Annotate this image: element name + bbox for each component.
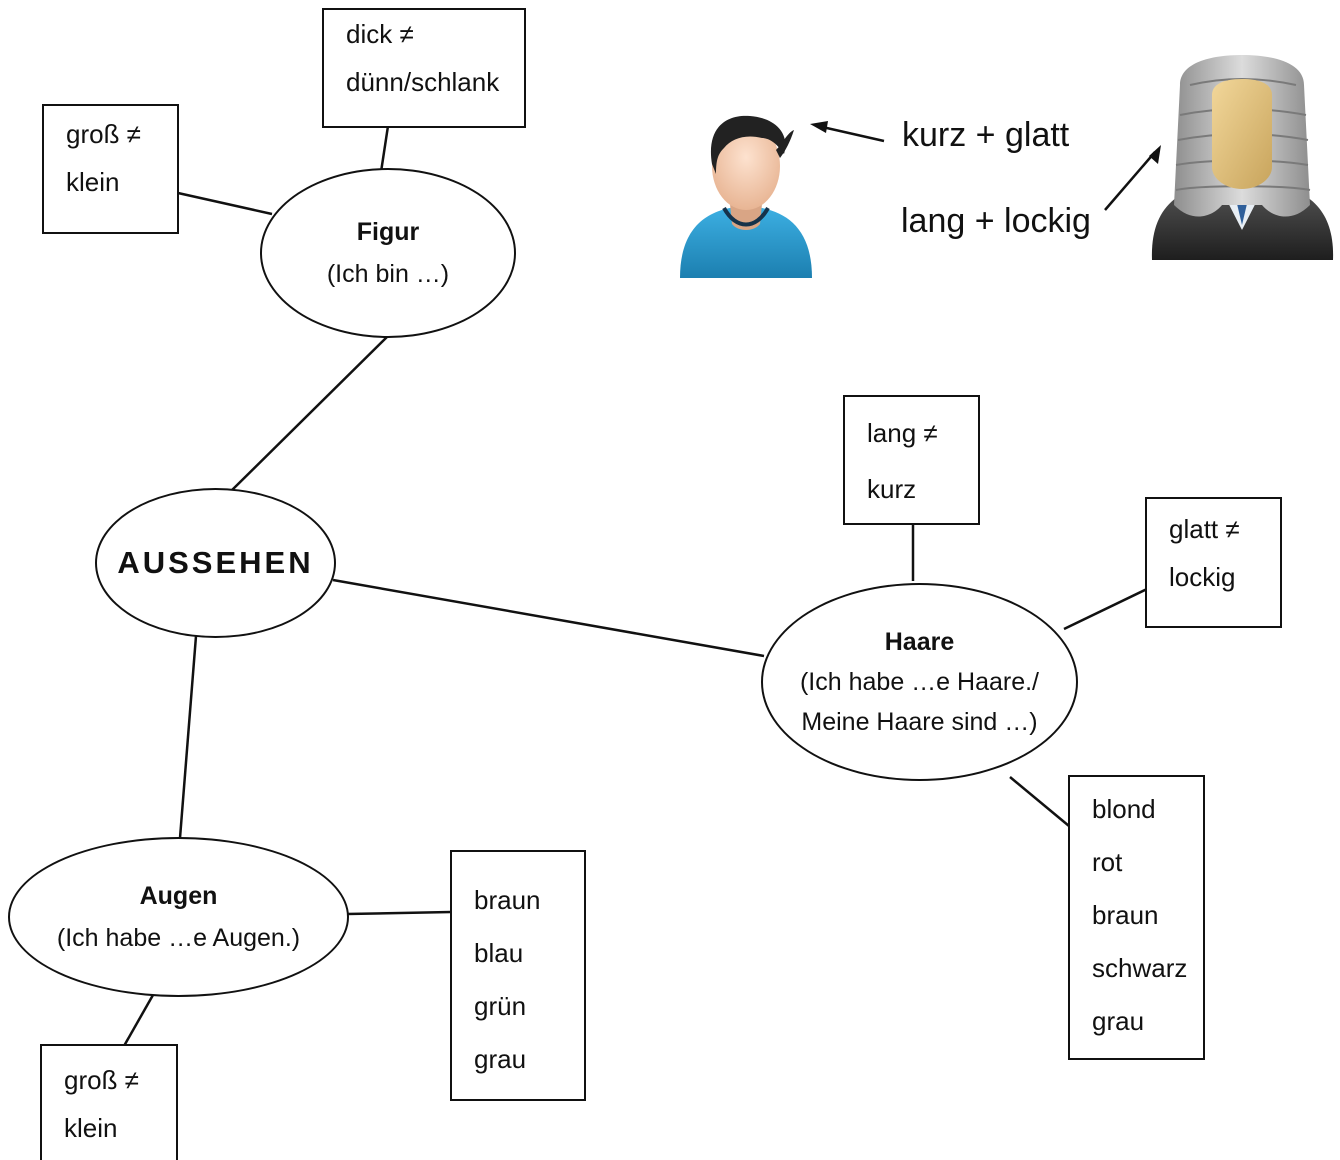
figur-subtitle: (Ich bin …) <box>326 260 450 288</box>
line-figur-size <box>177 191 273 216</box>
arrow-head-long <box>1149 145 1161 164</box>
figur-node: Figur (Ich bin …) <box>260 168 516 338</box>
augen-color-item: blau <box>474 938 524 968</box>
line-center-augen <box>178 635 198 839</box>
haare-subtitle-1: (Ich habe …e Haare./ <box>799 668 1039 696</box>
haare-texture-line-1: glatt ≠ <box>1169 514 1240 544</box>
augen-node: Augen (Ich habe …e Augen.) <box>8 837 349 997</box>
augen-size-box: groß ≠ klein <box>40 1044 178 1160</box>
line-center-figur <box>227 334 390 495</box>
haare-color-item: grau <box>1092 1006 1145 1036</box>
figur-build-line-1: dick ≠ <box>346 19 414 49</box>
haare-length-line-2: kurz <box>867 474 917 504</box>
label-short-hair: kurz + glatt <box>902 116 1070 154</box>
figur-build-box: dick ≠ dünn/schlank <box>322 8 526 128</box>
line-haare-texture <box>1063 587 1148 631</box>
figur-size-line-2: klein <box>66 167 120 197</box>
short-hair-man-icon <box>680 115 812 278</box>
augen-title: Augen <box>139 882 218 910</box>
haare-color-item: rot <box>1092 847 1123 877</box>
haare-texture-box: glatt ≠ lockig <box>1145 497 1282 628</box>
augen-size-line-2: klein <box>64 1113 118 1143</box>
augen-color-item: braun <box>474 885 541 915</box>
haare-subtitle-2: Meine Haare sind …) <box>801 708 1038 736</box>
haare-texture-line-2: lockig <box>1169 562 1236 592</box>
haare-color-item: schwarz <box>1092 953 1188 983</box>
haare-length-box: lang ≠ kurz <box>843 395 980 525</box>
figur-build-line-2: dünn/schlank <box>346 67 500 97</box>
augen-color-item: grau <box>474 1044 527 1074</box>
arrow-head-short <box>810 121 828 133</box>
figur-title: Figur <box>356 218 420 246</box>
augen-subtitle: (Ich habe …e Augen.) <box>56 924 301 952</box>
figur-size-box: groß ≠ klein <box>42 104 179 234</box>
augen-color-item: grün <box>474 991 527 1021</box>
line-figur-build <box>379 125 390 173</box>
augen-colors-box: braun blau grün grau <box>450 850 586 1101</box>
haare-color-item: braun <box>1092 900 1159 930</box>
augen-size-line-1: groß ≠ <box>64 1065 139 1095</box>
figur-size-line-1: groß ≠ <box>66 119 141 149</box>
label-long-hair: lang + lockig <box>901 202 1091 240</box>
line-augen-colors <box>346 910 452 916</box>
haare-node: Haare (Ich habe …e Haare./ Meine Haare s… <box>761 583 1078 781</box>
line-center-haare <box>332 578 765 658</box>
haare-colors-box: blond rot braun schwarz grau <box>1068 775 1205 1060</box>
center-node: AUSSEHEN <box>95 488 336 638</box>
line-augen-size <box>122 994 155 1047</box>
haare-title: Haare <box>884 628 955 656</box>
haare-color-item: blond <box>1092 794 1156 824</box>
arrow-short-hair <box>817 124 885 143</box>
line-haare-colors <box>1009 776 1070 827</box>
center-title: AUSSEHEN <box>117 545 314 580</box>
haare-length-line-1: lang ≠ <box>867 418 938 448</box>
arrow-long-hair <box>1104 151 1156 211</box>
judge-wig-icon <box>1151 55 1334 260</box>
